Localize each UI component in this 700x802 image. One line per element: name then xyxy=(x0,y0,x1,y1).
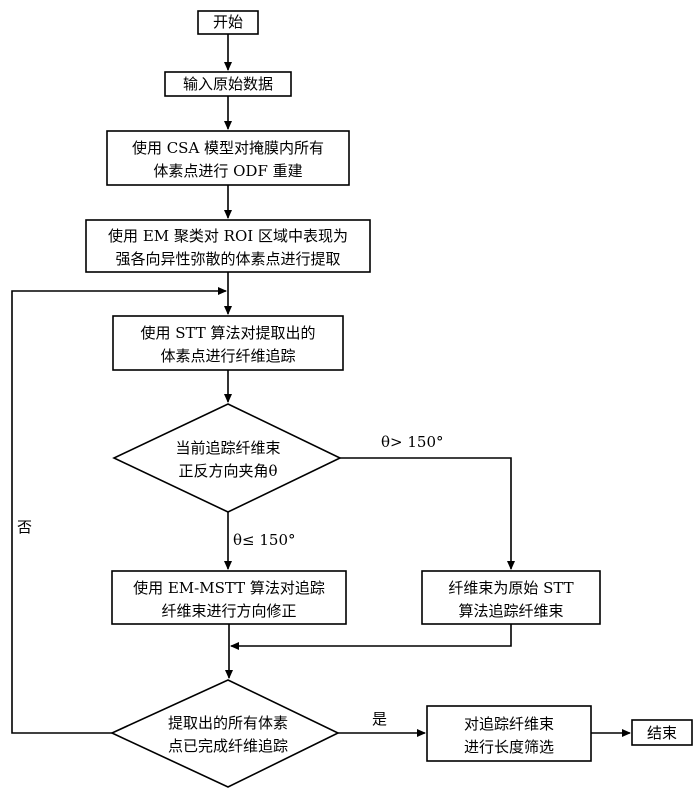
node-decision-done: 提取出的所有体素 点已完成纤维追踪 xyxy=(110,679,340,788)
edge-loop-back xyxy=(11,287,227,734)
node-emmstt-line2: 纤维束进行方向修正 xyxy=(161,602,296,620)
node-em-line2: 强各向异性弥散的体素点进行提取 xyxy=(115,250,340,268)
node-filter-line2: 进行长度筛选 xyxy=(464,738,554,756)
node-stt-line2: 体素点进行纤维追踪 xyxy=(160,347,295,365)
node-start-label: 开始 xyxy=(213,13,243,31)
node-odf: 使用 CSA 模型对掩膜内所有 体素点进行 ODF 重建 xyxy=(106,130,350,186)
node-odf-line2: 体素点进行 ODF 重建 xyxy=(153,162,302,180)
node-decision-angle-line2: 正反方向夹角θ xyxy=(178,462,277,480)
edge-orig-stt-merge xyxy=(230,624,512,650)
node-em-line1: 使用 EM 聚类对 ROI 区域中表现为 xyxy=(108,227,348,245)
node-decision-angle: 当前追踪纤维束 正反方向夹角θ xyxy=(112,403,342,513)
node-stt: 使用 STT 算法对提取出的 体素点进行纤维追踪 xyxy=(112,315,344,371)
node-emmstt-line1: 使用 EM-MSTT 算法对追踪 xyxy=(133,579,325,597)
node-end-label: 结束 xyxy=(647,724,677,742)
node-start: 开始 xyxy=(197,10,259,35)
node-end: 结束 xyxy=(631,719,693,746)
edge-label-no: 否 xyxy=(17,518,32,536)
edge-label-le: θ≤ 150° xyxy=(233,531,296,549)
node-decision-angle-line1: 当前追踪纤维束 xyxy=(175,439,280,457)
edge-label-gt: θ> 150° xyxy=(381,433,444,451)
node-input: 输入原始数据 xyxy=(164,71,292,97)
node-decision-done-line2: 点已完成纤维追踪 xyxy=(168,737,288,755)
node-filter-line1: 对追踪纤维束 xyxy=(464,715,554,733)
node-orig-stt-line1: 纤维束为原始 STT xyxy=(448,579,573,597)
edge-decision-orig-stt xyxy=(340,457,515,570)
node-filter: 对追踪纤维束 进行长度筛选 xyxy=(426,705,592,762)
node-odf-line1: 使用 CSA 模型对掩膜内所有 xyxy=(132,139,324,157)
node-orig-stt: 纤维束为原始 STT 算法追踪纤维束 xyxy=(421,570,601,625)
node-input-label: 输入原始数据 xyxy=(183,75,273,93)
node-stt-line1: 使用 STT 算法对提取出的 xyxy=(140,324,315,342)
node-orig-stt-line2: 算法追踪纤维束 xyxy=(458,602,563,620)
node-decision-done-line1: 提取出的所有体素 xyxy=(168,714,288,732)
edge-label-yes: 是 xyxy=(372,710,387,728)
node-emmstt: 使用 EM-MSTT 算法对追踪 纤维束进行方向修正 xyxy=(111,570,347,625)
node-em: 使用 EM 聚类对 ROI 区域中表现为 强各向异性弥散的体素点进行提取 xyxy=(85,219,371,273)
